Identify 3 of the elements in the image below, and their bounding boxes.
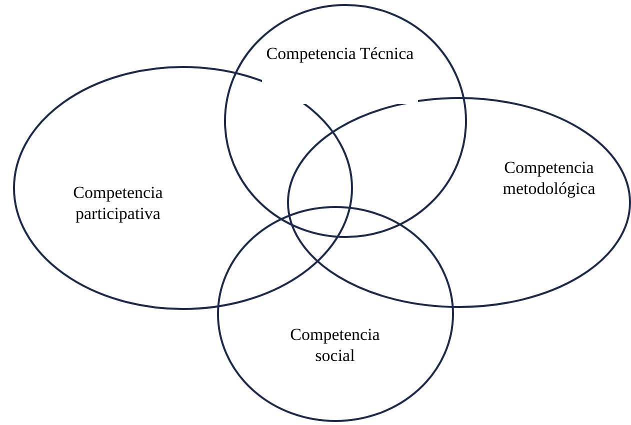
competence-label: Competencia social (289, 324, 381, 367)
competence-label: Competencia participativa (72, 182, 164, 225)
competence-label: Competencia metodológica (502, 157, 596, 200)
